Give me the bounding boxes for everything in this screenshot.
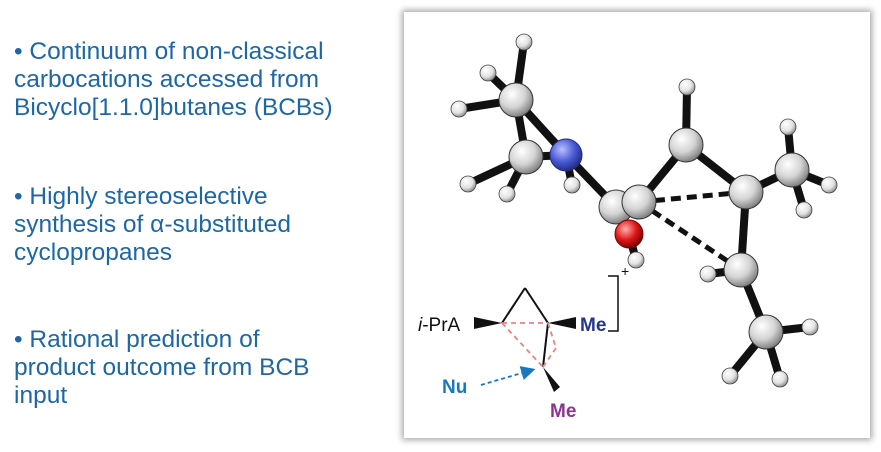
bullet-stereoselective: • Highly stereoselective synthesis of α-…: [14, 183, 291, 266]
cyclopropane-skeleton: [501, 287, 549, 368]
bullet-continuum: • Continuum of non-classical carbocation…: [14, 38, 333, 121]
charge-label: +: [621, 263, 629, 279]
hydrogen-atoms: [450, 33, 838, 388]
wedge-me-top: [548, 317, 576, 329]
molecule-model: [450, 33, 838, 388]
figure-card: + i-PrA Me Me Nu: [404, 12, 870, 438]
me-top-label: Me: [580, 315, 606, 336]
wedge-me-bottom: [543, 367, 560, 392]
me-bottom-label: Me: [550, 401, 576, 422]
nitrogen-atom: [549, 138, 583, 172]
ipra-label: i-PrA: [418, 315, 461, 336]
skeletal-scheme: + i-PrA Me Me Nu: [418, 263, 629, 422]
nu-label: Nu: [442, 377, 467, 398]
oxygen-atom: [614, 219, 644, 249]
wedge-ipra: [474, 317, 502, 329]
charge-bracket: [608, 275, 619, 332]
nucleophile-arrow: [480, 366, 536, 386]
figure-svg: + i-PrA Me Me Nu: [418, 33, 838, 422]
carbon-atoms: [498, 82, 810, 350]
partial-bonds-red: [501, 322, 557, 368]
bullet-prediction: • Rational prediction of product outcome…: [14, 326, 310, 409]
